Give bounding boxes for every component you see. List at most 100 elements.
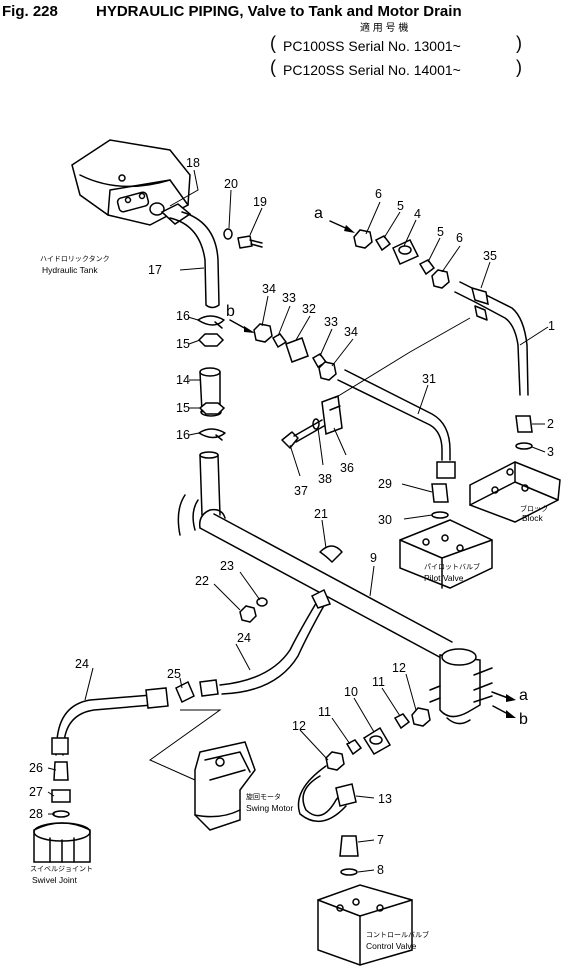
part-number-20: 20 (224, 177, 238, 191)
part-number-12-right: 12 (392, 661, 406, 675)
block-label-jp: ブロック (520, 506, 548, 513)
clamp-21-drawing (319, 545, 343, 563)
serial-range-pc100ss: PC100SS Serial No. 13001~ (283, 38, 461, 54)
part-number-23: 23 (220, 559, 234, 573)
part-number-38: 38 (318, 472, 332, 486)
pipe-31-drawing (337, 369, 451, 461)
pilot-valve-label-jp: パイロットバルブ (424, 564, 480, 571)
nut-12-left-drawing (325, 751, 345, 771)
part-number-7: 7 (377, 833, 384, 847)
part-number-24-right: 24 (237, 631, 251, 645)
part-number-8: 8 (377, 863, 384, 877)
part-number-18: 18 (186, 156, 200, 170)
nut-6-right-drawing (431, 269, 450, 289)
elbow-26-drawing (53, 761, 69, 781)
pilot-valve-drawing (399, 519, 493, 589)
part-number-3: 3 (547, 445, 554, 459)
hydraulic-tank-label-jp: ハイドロリックタンク (40, 256, 110, 263)
tee-block-drawing (439, 654, 481, 718)
part-number-11-right: 11 (372, 675, 385, 689)
part-number-5-left: 5 (397, 199, 404, 213)
part-number-36: 36 (340, 461, 354, 475)
part-number-9: 9 (370, 551, 377, 565)
paren-open-1: ( (270, 33, 276, 53)
figure-number: Fig. 228 (2, 3, 58, 20)
part-number-12-left: 12 (292, 719, 306, 733)
sleeve-5-right-drawing (418, 259, 436, 276)
washer-23-drawing (256, 597, 268, 607)
bolt-19-drawing (237, 235, 263, 249)
washer-20-drawing (223, 228, 233, 240)
control-valve-drawing (317, 884, 413, 966)
part-number-15-lower: 15 (176, 401, 190, 415)
part-number-16-lower: 16 (176, 428, 190, 442)
part-number-28: 28 (29, 807, 43, 821)
elbow-2-drawing (515, 415, 533, 433)
clamp-16-upper-drawing (197, 315, 225, 329)
washer-38-drawing (312, 418, 320, 430)
part-number-15-upper: 15 (176, 337, 190, 351)
nut-12-right-drawing (411, 707, 431, 727)
part-number-27: 27 (29, 785, 43, 799)
connector-7-drawing (339, 835, 359, 857)
part-number-34-right: 34 (344, 325, 358, 339)
part-number-22: 22 (195, 574, 209, 588)
part-number-26: 26 (29, 761, 43, 775)
part-number-33-right: 33 (324, 315, 338, 329)
part-number-13: 13 (378, 792, 392, 806)
hose-13-drawing (297, 765, 347, 823)
part-number-25: 25 (167, 667, 181, 681)
serial-range-pc120ss: PC120SS Serial No. 14001~ (283, 62, 461, 78)
nut-22-drawing (239, 605, 257, 623)
part-number-32: 32 (302, 302, 316, 316)
nut-6-left-drawing (353, 229, 373, 249)
o-ring-3-drawing (515, 442, 533, 450)
part-number-29: 29 (378, 477, 392, 491)
pipe-32-drawing (285, 337, 309, 363)
control-valve-label-jp: コントロールバルブ (366, 932, 429, 939)
part-number-17: 17 (148, 263, 162, 277)
part-number-24-left: 24 (75, 657, 89, 671)
connector-29-drawing (431, 483, 449, 503)
paren-open-2: ( (270, 57, 276, 77)
pipe-vertical-drawing (199, 454, 221, 516)
paren-close-2: ) (516, 57, 522, 77)
part-number-16-upper: 16 (176, 309, 190, 323)
part-number-21: 21 (314, 507, 328, 521)
leader-lines (47, 169, 549, 873)
o-ring-30-drawing (431, 511, 449, 519)
part-number-33-left: 33 (282, 291, 296, 305)
applicable-models-label: 適 用 号 機 (360, 23, 409, 34)
figure-title: HYDRAULIC PIPING, Valve to Tank and Moto… (96, 3, 462, 20)
pipe-1-drawing (454, 281, 529, 396)
connection-mark-b-top: b (226, 303, 235, 320)
pipe-4-drawing (392, 239, 420, 265)
elbow-25-drawing (175, 680, 195, 704)
part-number-1: 1 (548, 319, 555, 333)
part-number-30: 30 (378, 513, 392, 527)
part-number-2: 2 (547, 417, 554, 431)
part-number-11-left: 11 (318, 705, 331, 719)
part-number-31: 31 (422, 372, 436, 386)
nut-27-drawing (51, 789, 71, 803)
sleeve-11-left-drawing (345, 739, 363, 756)
swivel-joint-label: Swivel Joint (32, 875, 77, 885)
hydraulic-tank-label: Hydraulic Tank (42, 265, 98, 275)
part-number-10: 10 (344, 685, 358, 699)
swing-motor-label: Swing Motor (246, 803, 294, 813)
flange-elbow-drawing (160, 203, 192, 225)
clip-35-drawing (470, 286, 489, 306)
part-number-14: 14 (176, 373, 190, 387)
part-number-6-left: 6 (375, 187, 382, 201)
elbow-pipe-17-drawing (169, 211, 220, 309)
part-number-34-left: 34 (262, 282, 276, 296)
paren-close-1: ) (516, 33, 522, 53)
block-label: Block (522, 513, 543, 523)
nut-34-left-drawing (253, 323, 273, 343)
hose-24-right-drawing (219, 599, 327, 695)
part-number-19: 19 (253, 195, 267, 209)
connection-mark-a-bottom: a (519, 687, 528, 704)
sleeve-5-left-drawing (374, 235, 392, 252)
